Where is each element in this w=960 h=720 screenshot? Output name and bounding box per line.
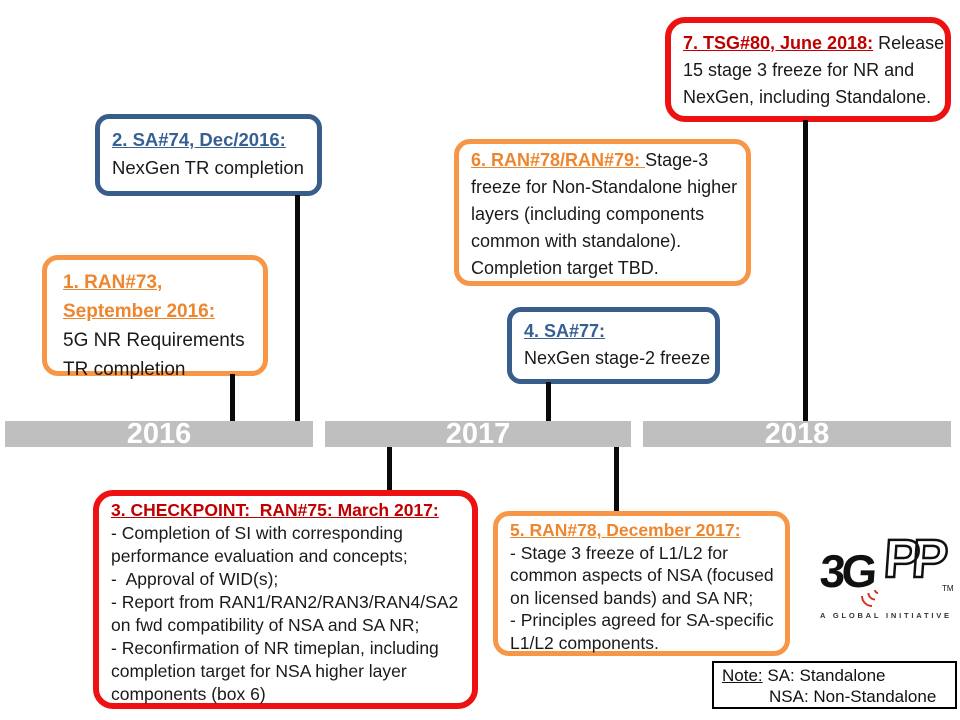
logo-pp-text: PP <box>881 528 944 591</box>
milestone-body: Release 15 stage 3 freeze for NR and Nex… <box>683 33 945 107</box>
connector-line-box5 <box>614 446 619 511</box>
milestone-title: 2. SA#74, Dec/2016: <box>112 129 286 150</box>
milestone-title: 1. RAN#73, September 2016: <box>63 272 216 322</box>
milestone-body: NexGen stage-2 freeze <box>524 348 711 368</box>
note-nsa-definition: NSA: Non-Standalone <box>769 687 937 706</box>
year-label: 2016 <box>126 417 192 450</box>
milestone-title: 3. CHECKPOINT: RAN#75: March 2017: <box>111 500 439 520</box>
note-box: Note: SA: Standalone NSA: Non-Standalone <box>712 661 957 709</box>
milestone-box-3-checkpoint-ran75: 3. CHECKPOINT: RAN#75: March 2017: - Com… <box>93 490 478 709</box>
year-label: 2017 <box>445 417 511 450</box>
milestone-body: Stage-3 freeze for Non-Standalone higher… <box>471 150 738 278</box>
timeline-bar-2018: 2018 <box>643 418 951 450</box>
note-label: Note: <box>722 666 763 685</box>
connector-line-box4 <box>546 382 551 421</box>
logo-trademark: TM <box>942 584 954 593</box>
milestone-title: 4. SA#77: <box>524 321 606 341</box>
note-line-1: Note: SA: Standalone <box>722 665 947 686</box>
connector-line-box1 <box>230 374 235 421</box>
milestone-box-7-tsg80: 7. TSG#80, June 2018: Release 15 stage 3… <box>665 17 951 122</box>
milestone-body: NexGen TR completion <box>112 157 304 178</box>
milestone-box-2-sa74: 2. SA#74, Dec/2016: NexGen TR completion <box>95 114 322 196</box>
timeline-bar-2016: 2016 <box>5 418 313 450</box>
milestone-title: 5. RAN#78, December 2017: <box>510 520 741 540</box>
milestone-box-4-sa77: 4. SA#77: NexGen stage-2 freeze <box>507 307 720 384</box>
note-line-2: NSA: Non-Standalone <box>722 686 947 707</box>
milestone-box-6-ran78-ran79: 6. RAN#78/RAN#79: Stage-3 freeze for Non… <box>454 139 751 286</box>
connector-line-box7 <box>803 120 808 421</box>
milestone-title: 6. RAN#78/RAN#79: <box>471 150 646 170</box>
milestone-body: 5G NR Requirements TR completion <box>63 330 245 380</box>
milestone-title: 7. TSG#80, June 2018: <box>683 33 874 53</box>
milestone-box-5-ran78: 5. RAN#78, December 2017: - Stage 3 free… <box>493 511 790 656</box>
connector-line-box2 <box>295 195 300 421</box>
logo-caption: A GLOBAL INITIATIVE <box>820 611 952 620</box>
milestone-body: - Completion of SI with corresponding pe… <box>111 523 459 704</box>
3gpp-logo: 3G PP TM A GLOBAL INITIATIVE <box>818 528 960 622</box>
year-label: 2018 <box>764 417 830 450</box>
note-sa-definition: SA: Standalone <box>762 666 886 685</box>
milestone-body: - Stage 3 freeze of L1/L2 for common asp… <box>510 542 774 653</box>
milestone-box-1-ran73: 1. RAN#73, September 2016: 5G NR Require… <box>42 255 268 380</box>
timeline-bar-2017: 2017 <box>325 418 631 450</box>
connector-line-box3 <box>387 446 392 490</box>
